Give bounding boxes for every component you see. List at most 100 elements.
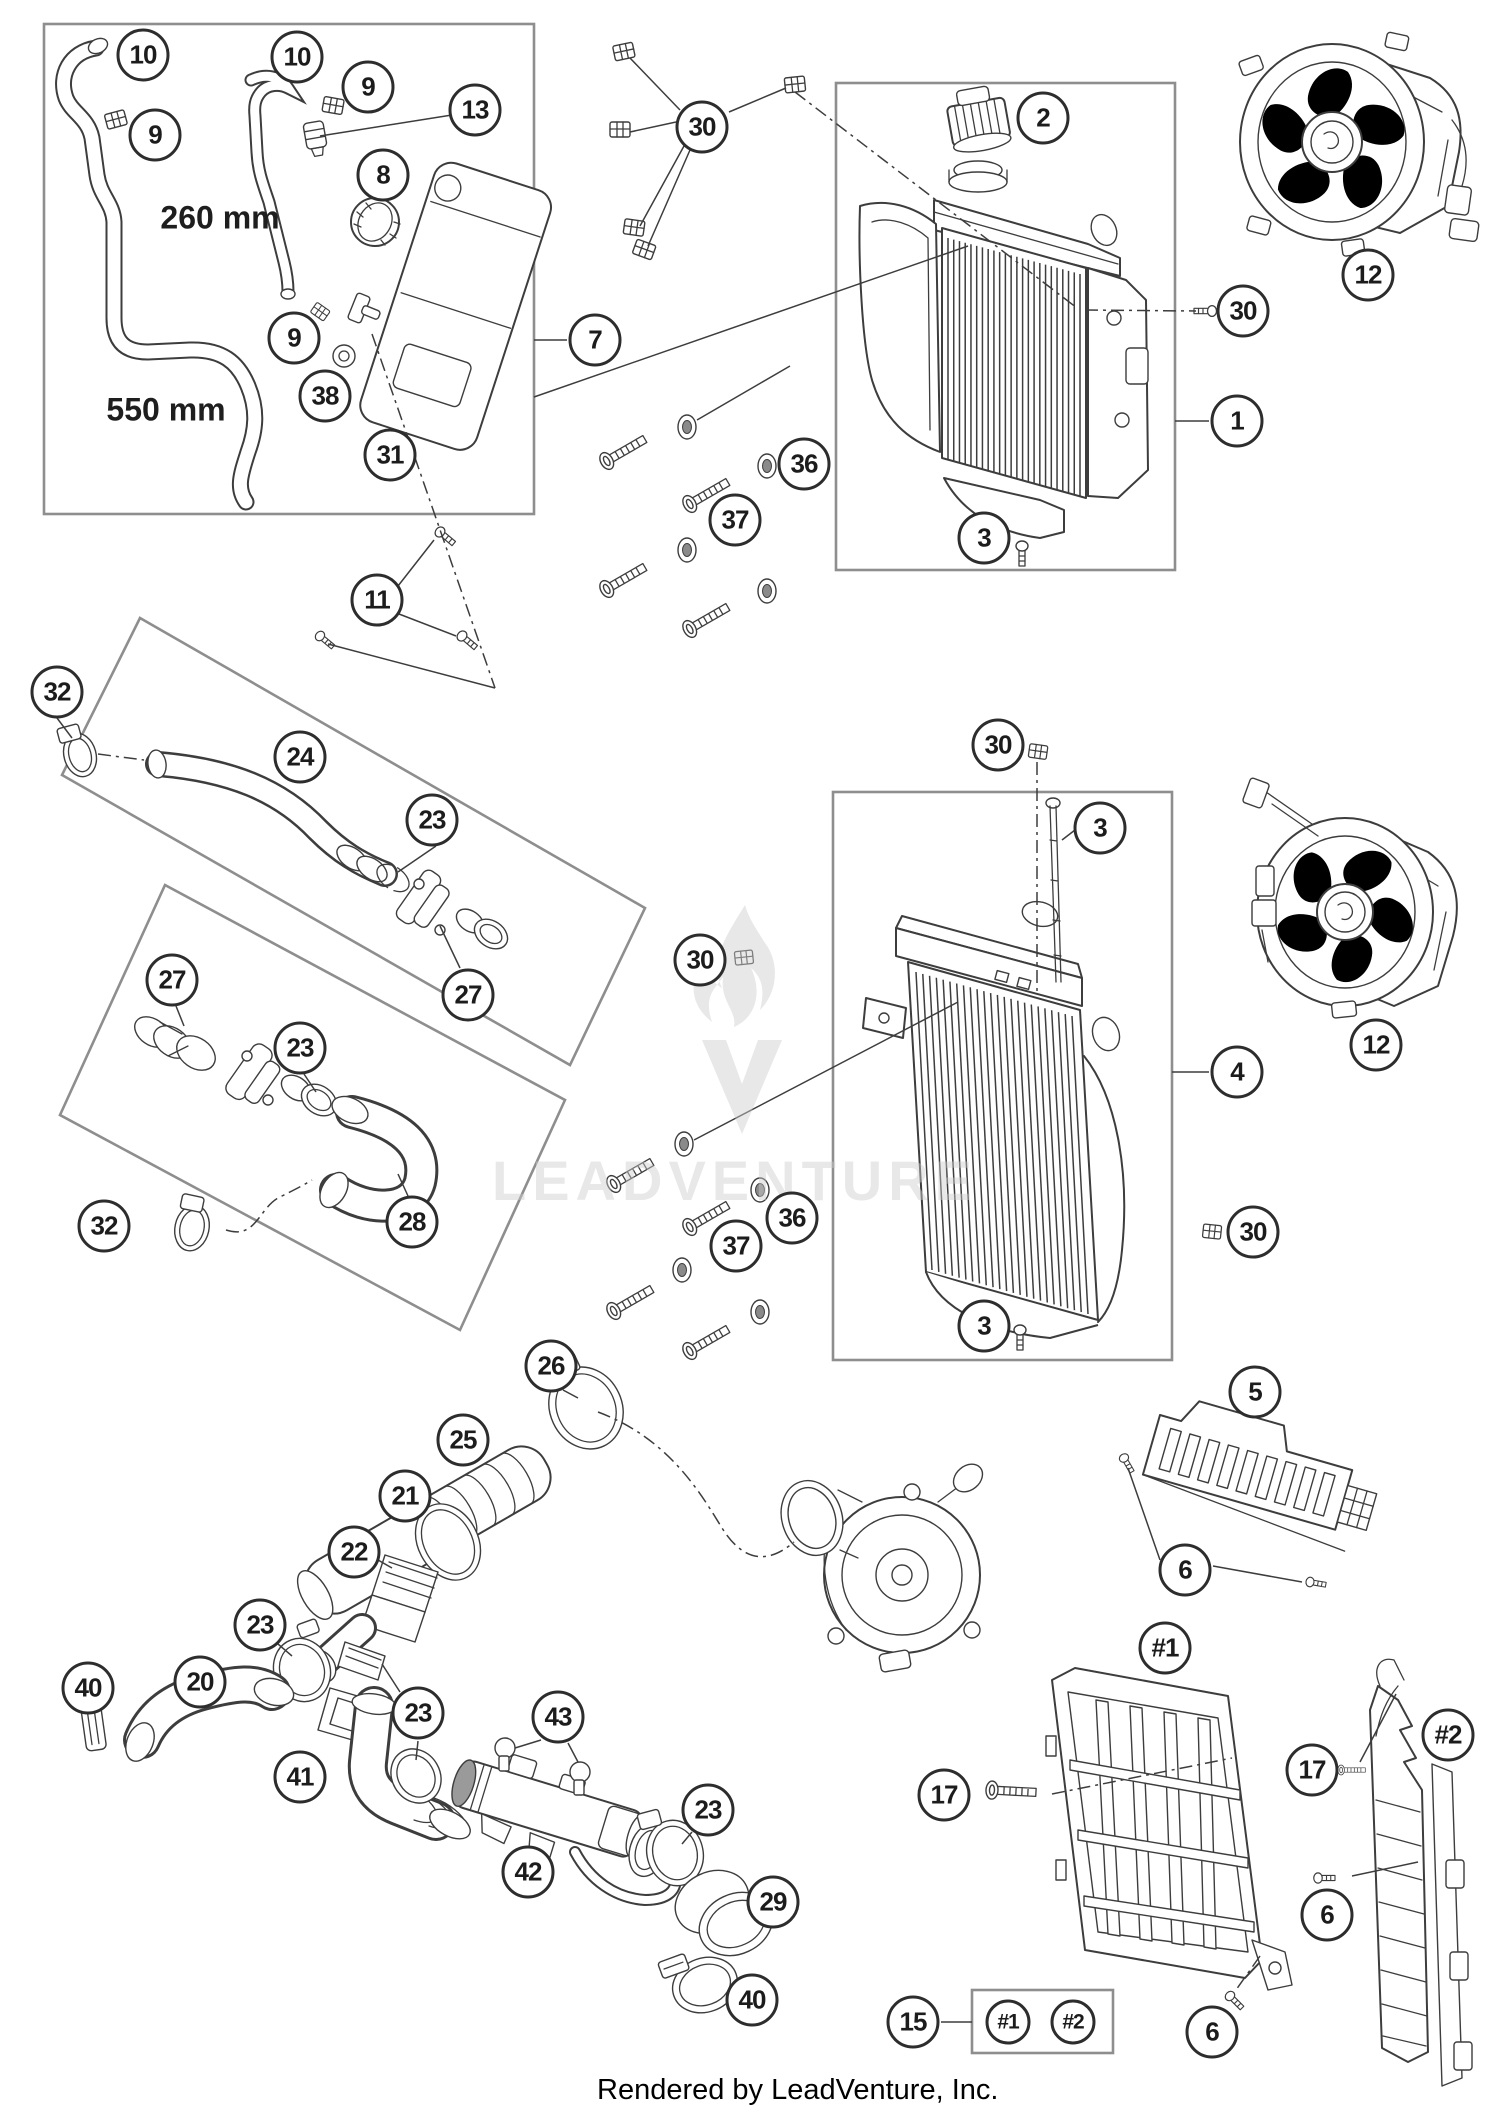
- clamp-40b: [657, 1953, 739, 2014]
- radiator-guard-1: [984, 1667, 1293, 2013]
- callout-31[interactable]: 31: [363, 428, 417, 482]
- callout-1[interactable]: 1: [1210, 394, 1264, 448]
- callout-24[interactable]: 24: [273, 730, 327, 784]
- callout-21[interactable]: 21: [378, 1469, 432, 1523]
- callout-43[interactable]: 43: [531, 1690, 585, 1744]
- callout-37[interactable]: 37: [709, 1219, 763, 1273]
- callout-1[interactable]: #1: [985, 1999, 1031, 2045]
- callout-25[interactable]: 25: [436, 1413, 490, 1467]
- flange-27a: [395, 869, 450, 928]
- callout-23[interactable]: 23: [681, 1783, 735, 1837]
- thermostat-assembly: [134, 1016, 439, 1252]
- callout-13[interactable]: 13: [448, 83, 502, 137]
- hose-24-assembly: [56, 628, 509, 950]
- clamp-23g: [636, 1808, 705, 1887]
- callout-42[interactable]: 42: [501, 1845, 555, 1899]
- oring-21: [414, 1503, 482, 1581]
- bracket-43b: [569, 1761, 591, 1796]
- callout-1[interactable]: #1: [1138, 1621, 1192, 1675]
- callout-10[interactable]: 10: [270, 30, 324, 84]
- callout-27[interactable]: 27: [145, 953, 199, 1007]
- callout-2[interactable]: #2: [1421, 1708, 1475, 1762]
- callout-22[interactable]: 22: [327, 1525, 381, 1579]
- expansion-tank: [103, 95, 553, 451]
- callout-12[interactable]: 12: [1341, 248, 1395, 302]
- callout-4[interactable]: 4: [1210, 1045, 1264, 1099]
- callout-23[interactable]: 23: [391, 1686, 445, 1740]
- callout-9[interactable]: 9: [128, 108, 182, 162]
- callout-30[interactable]: 30: [673, 933, 727, 987]
- bolt-3b: [1045, 797, 1062, 983]
- watermark-flame-icon: [693, 905, 775, 1027]
- callout-41[interactable]: 41: [273, 1750, 327, 1804]
- callout-32[interactable]: 32: [30, 665, 84, 719]
- radiator-cap-2: [946, 85, 1012, 153]
- callout-3[interactable]: 3: [957, 511, 1011, 565]
- clamp-32b: [173, 1193, 211, 1252]
- callout-37[interactable]: 37: [708, 493, 762, 547]
- callout-40[interactable]: 40: [725, 1973, 779, 2027]
- callout-5[interactable]: 5: [1228, 1365, 1282, 1419]
- clamp-23d: [390, 1748, 442, 1804]
- callout-10[interactable]: 10: [116, 28, 170, 82]
- callout-29[interactable]: 29: [746, 1875, 800, 1929]
- screws-11: [397, 524, 480, 653]
- leader-lines: [56, 91, 1419, 2023]
- callout-32[interactable]: 32: [77, 1199, 131, 1253]
- callout-6[interactable]: 6: [1158, 1543, 1212, 1597]
- plug-13: [302, 120, 328, 158]
- callout-9[interactable]: 9: [267, 311, 321, 365]
- callout-2[interactable]: 2: [1016, 91, 1070, 145]
- callout-26[interactable]: 26: [524, 1339, 578, 1393]
- clip-cluster-30: [609, 41, 807, 261]
- callout-15[interactable]: 15: [886, 1995, 940, 2049]
- callout-30[interactable]: 30: [1226, 1205, 1280, 1259]
- radiator-4: [674, 742, 1223, 1351]
- callout-30[interactable]: 30: [675, 100, 729, 154]
- elbow-28: [319, 1095, 439, 1223]
- fan-2: [1242, 777, 1458, 1019]
- elbow-41: [347, 1686, 471, 1841]
- radiator-guard-2: [1313, 1658, 1473, 2087]
- callout-40[interactable]: 40: [61, 1661, 115, 1715]
- callout-30[interactable]: 30: [1216, 284, 1270, 338]
- callout-6[interactable]: 6: [1300, 1888, 1354, 1942]
- callout-7[interactable]: 7: [568, 313, 622, 367]
- bracket-43a: [494, 1737, 516, 1772]
- callout-20[interactable]: 20: [173, 1655, 227, 1709]
- hose-29: [674, 1869, 774, 1957]
- nut-38: [332, 344, 356, 368]
- callout-36[interactable]: 36: [777, 437, 831, 491]
- callout-12[interactable]: 12: [1349, 1018, 1403, 1072]
- dimension-label: 550 mm: [106, 391, 226, 428]
- callout-3[interactable]: 3: [957, 1299, 1011, 1353]
- callout-8[interactable]: 8: [356, 148, 410, 202]
- callout-23[interactable]: 23: [273, 1021, 327, 1075]
- callout-23[interactable]: 23: [233, 1598, 287, 1652]
- tube-42-assembly: [451, 1737, 774, 2014]
- callout-6[interactable]: 6: [1185, 2005, 1239, 2059]
- fitting-31: [347, 292, 381, 324]
- hose-260mm: [244, 69, 307, 300]
- callout-27[interactable]: 27: [441, 968, 495, 1022]
- callout-28[interactable]: 28: [385, 1195, 439, 1249]
- water-pump: [780, 1463, 984, 1673]
- clamp-32a: [56, 723, 98, 778]
- fan-1: [1238, 31, 1480, 257]
- callout-23[interactable]: 23: [405, 793, 459, 847]
- caption: Rendered by LeadVenture, Inc.: [597, 2074, 999, 2106]
- screw-group-1: [596, 365, 791, 641]
- callout-36[interactable]: 36: [765, 1191, 819, 1245]
- callout-30[interactable]: 30: [971, 718, 1025, 772]
- protector-5: [1117, 1400, 1378, 1591]
- callout-17[interactable]: 17: [917, 1768, 971, 1822]
- callout-9[interactable]: 9: [341, 60, 395, 114]
- callout-11[interactable]: 11: [350, 573, 404, 627]
- hose-550mm: [55, 37, 264, 511]
- callout-3[interactable]: 3: [1073, 801, 1127, 855]
- callout-2[interactable]: #2: [1050, 1999, 1096, 2045]
- callout-17[interactable]: 17: [1285, 1743, 1339, 1797]
- callout-38[interactable]: 38: [298, 369, 352, 423]
